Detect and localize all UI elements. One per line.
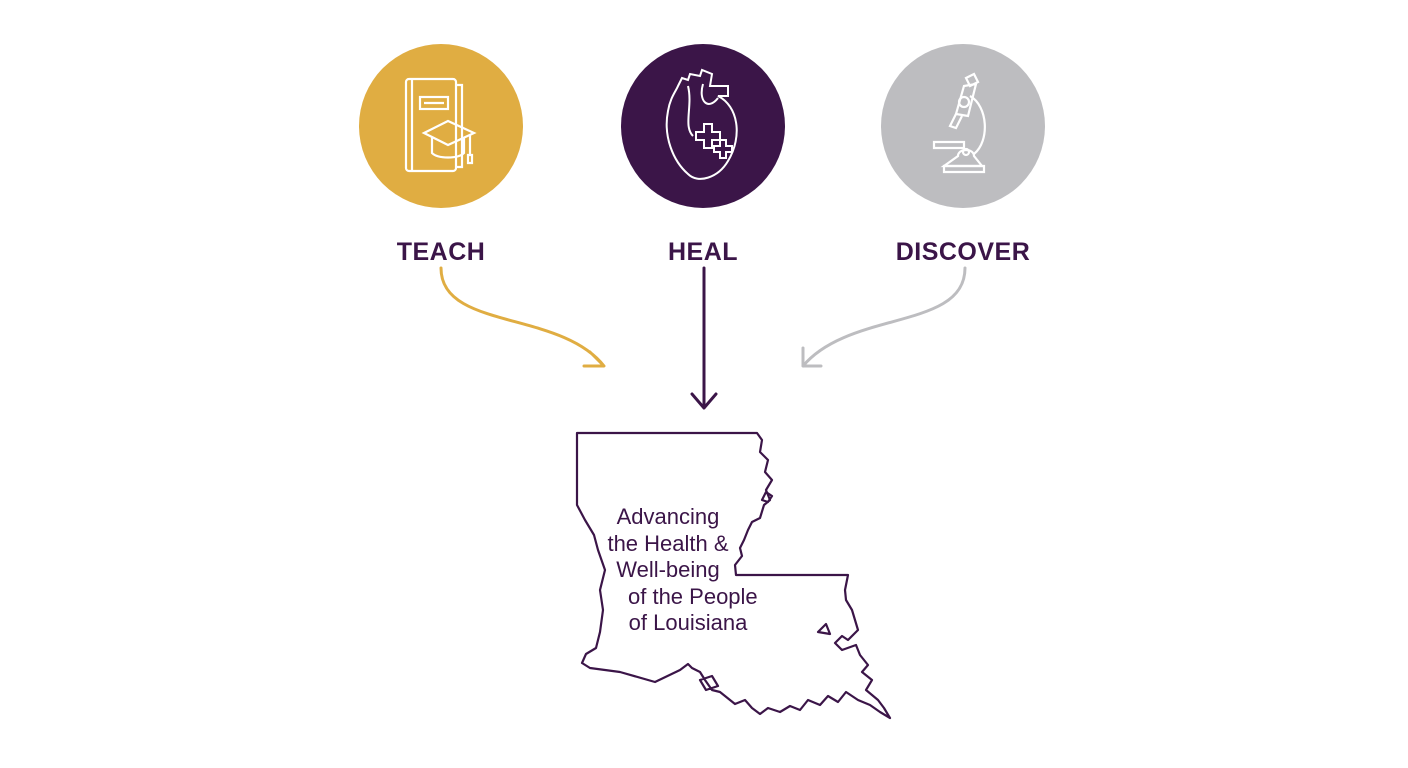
- heal-label: HEAL: [667, 238, 739, 266]
- teach-label: TEACH: [396, 238, 486, 266]
- pillar-discover: DISCOVER: [863, 44, 1063, 267]
- mission-statement: Advancing the Health & Well-being of the…: [588, 504, 758, 637]
- heal-circle: [621, 44, 785, 208]
- microscope-icon: [932, 72, 986, 174]
- discover-label: DISCOVER: [895, 238, 1031, 266]
- louisiana-outline: [575, 431, 892, 720]
- book-graduation-cap-icon: [404, 77, 477, 173]
- mission-line: of Louisiana: [628, 610, 748, 635]
- pillar-teach: TEACH: [341, 44, 541, 267]
- teach-arrow: [439, 266, 606, 368]
- discover-circle: [881, 44, 1045, 208]
- mission-line: Advancing: [616, 504, 720, 529]
- pillar-heal: HEAL: [603, 44, 803, 267]
- discover-arrow: [801, 266, 967, 368]
- teach-circle: [359, 44, 523, 208]
- mission-line: the Health &: [607, 530, 729, 556]
- mission-line: of the People: [628, 583, 758, 609]
- heart-medical-cross-icon: [665, 68, 738, 180]
- heal-arrow: [690, 266, 718, 410]
- mission-line: Well-being: [616, 557, 720, 582]
